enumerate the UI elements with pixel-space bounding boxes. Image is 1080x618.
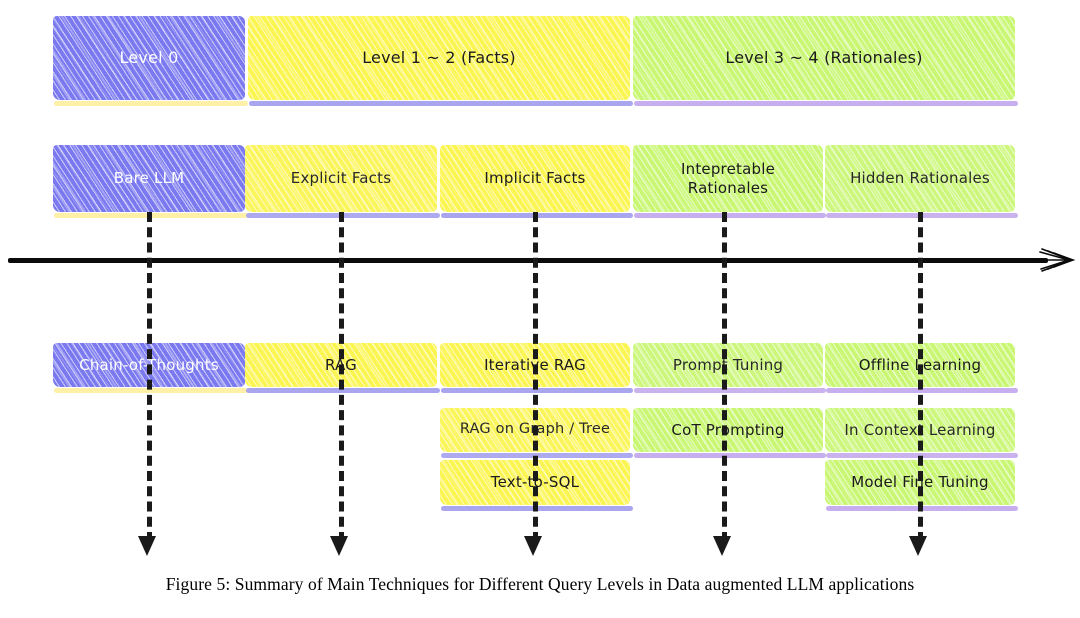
- timeline-axis-line: [8, 258, 1048, 263]
- technique-box-c4-1: CoT Prompting: [633, 408, 826, 458]
- connector-line-2: [533, 212, 538, 542]
- connector-arrow-3: [713, 536, 731, 556]
- timeline-axis-arrow-icon: [1031, 248, 1076, 272]
- query-level-label-3: Intepretable Rationales: [680, 160, 776, 197]
- query-level-box-3: Intepretable Rationales: [633, 145, 826, 218]
- query-level-label-0: Bare LLM: [113, 169, 185, 188]
- connector-arrow-1: [330, 536, 348, 556]
- query-level-box-2: Implicit Facts: [440, 145, 633, 218]
- level-group-label-1: Level 1 ~ 2 (Facts): [362, 48, 516, 68]
- connector-arrow-2: [524, 536, 542, 556]
- figure-caption: Figure 5: Summary of Main Techniques for…: [165, 574, 915, 594]
- technique-box-c4-0: Prompt Tuning: [633, 343, 826, 393]
- connector-line-4: [918, 212, 923, 542]
- level-group-box-1: Level 1 ~ 2 (Facts): [248, 16, 633, 106]
- query-level-label-4: Hidden Rationales: [850, 169, 990, 188]
- level-group-label-2: Level 3 ~ 4 (Rationales): [725, 48, 923, 68]
- connector-line-0: [147, 212, 152, 542]
- level-group-box-0: Level 0: [53, 16, 248, 106]
- level-group-box-2: Level 3 ~ 4 (Rationales): [633, 16, 1018, 106]
- query-level-box-0: Bare LLM: [53, 145, 248, 218]
- connector-arrow-4: [909, 536, 927, 556]
- technique-label-c4-1: CoT Prompting: [671, 420, 785, 439]
- technique-label-c4-0: Prompt Tuning: [672, 355, 784, 374]
- connector-line-3: [722, 212, 727, 542]
- query-level-box-4: Hidden Rationales: [825, 145, 1018, 218]
- connector-arrow-0: [138, 536, 156, 556]
- query-level-label-1: Explicit Facts: [290, 169, 392, 188]
- query-level-box-1: Explicit Facts: [245, 145, 440, 218]
- level-group-label-0: Level 0: [119, 48, 179, 68]
- query-level-label-2: Implicit Facts: [484, 169, 586, 188]
- connector-line-1: [339, 212, 344, 542]
